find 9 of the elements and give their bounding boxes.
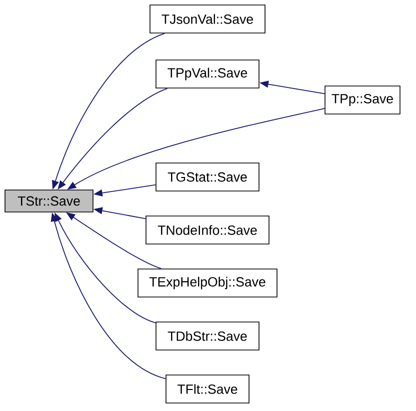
function-box: TNodeInfo::Save	[146, 216, 270, 244]
function-box: TGStat::Save	[156, 162, 260, 192]
function-box: TJsonVal::Save	[150, 4, 266, 34]
function-box: TPp::Save	[324, 86, 400, 114]
function-box: TDbStr::Save	[156, 322, 260, 350]
function-box: TExpHelpObj::Save	[138, 268, 278, 298]
function-box: TStr::Save	[4, 190, 94, 212]
function-box: TFlt::Save	[166, 374, 250, 404]
function-box: TPpVal::Save	[156, 60, 260, 88]
